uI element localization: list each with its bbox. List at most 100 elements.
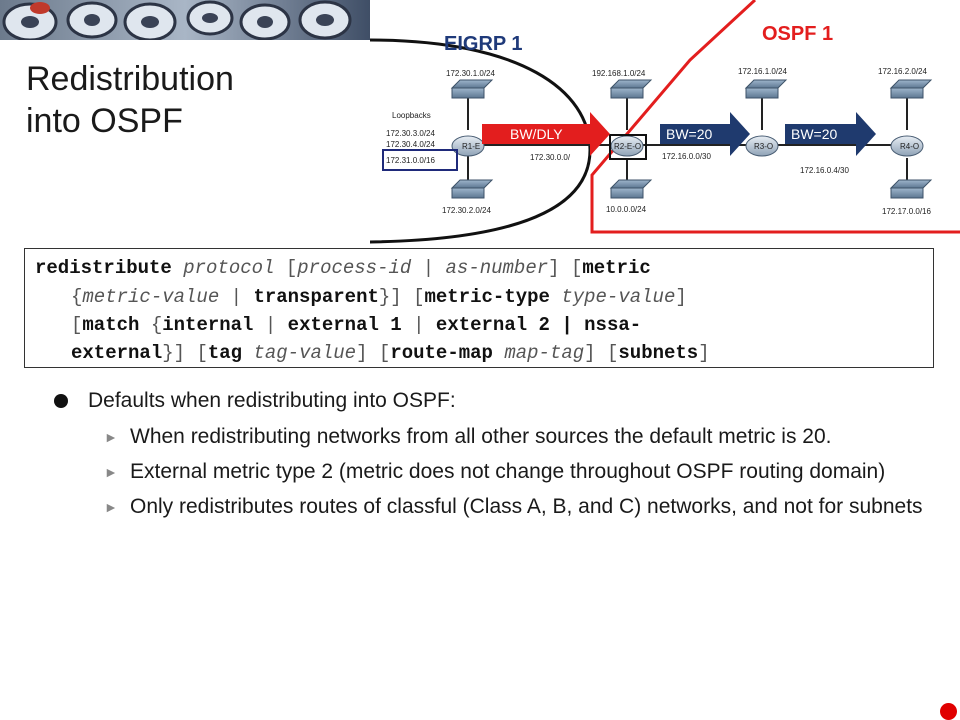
keyword: tag (207, 342, 243, 364)
bullet-main: Defaults when redistributing into OSPF: (50, 388, 940, 414)
sub-bullet: ► External metric type 2 (metric does no… (50, 459, 940, 484)
sub-bullet-text: Only redistributes routes of classful (C… (130, 495, 923, 518)
network-label: 172.16.1.0/24 (738, 67, 787, 76)
title-line-2: into OSPF (26, 102, 183, 140)
bullet-dot-icon (54, 394, 68, 408)
router-r2-label: R2-E-O (614, 142, 641, 151)
keyword: route-map (390, 342, 493, 364)
switch-icon (890, 187, 924, 199)
keyword: external 2 | nssa- (435, 314, 642, 336)
sub-bullet-text: External metric type 2 (metric does not … (130, 460, 886, 483)
symbol: [ (285, 257, 298, 279)
symbol: ] (675, 286, 687, 308)
arrow-bw-20-second-label: BW=20 (791, 126, 838, 142)
router-icon (745, 135, 779, 157)
keyword: subnets (618, 342, 699, 364)
network-label: 172.16.0.4/30 (800, 166, 849, 175)
keyword: external (71, 342, 163, 364)
r2-highlight-box (609, 134, 647, 160)
keyword: transparent (253, 286, 379, 308)
command-syntax-box: redistribute protocol [process-id | as-n… (24, 248, 934, 368)
arrow-bw-20-first (660, 112, 750, 156)
symbol: { (71, 286, 83, 308)
arrow-bw-20-second (785, 112, 876, 156)
network-label: 172.30.4.0/24 (386, 140, 435, 149)
header-banner-image (0, 0, 370, 40)
bullet-main-text: Defaults when redistributing into OSPF: (88, 389, 456, 412)
symbol: [ (378, 342, 391, 364)
sub-bullet: ► Only redistributes routes of classful … (50, 494, 940, 519)
symbol: | (413, 314, 425, 336)
network-label: 172.31.0.0/16 (386, 156, 435, 165)
network-label: 172.30.2.0/24 (442, 206, 491, 215)
loopback-highlight-box (382, 149, 458, 171)
title-line-1: Redistribution (26, 60, 234, 98)
sub-bullet-text: When redistributing networks from all ot… (130, 425, 832, 448)
keyword: match (82, 314, 140, 336)
switch-icon (451, 87, 485, 99)
network-label: 172.16.2.0/24 (878, 67, 927, 76)
arrow-bw-dly (482, 112, 610, 156)
command-line-1: redistribute protocol [process-id | as-n… (35, 257, 651, 279)
loopbacks-title: Loopbacks (392, 111, 431, 120)
network-topology-diagram: EIGRP 1 OSPF 1 R1-E R2-E-O R3-O R4-O 172… (370, 0, 960, 244)
network-label: 172.30.1.0/24 (446, 69, 495, 78)
switch-icon (745, 87, 779, 99)
symbol: ] (584, 342, 596, 364)
switch-icon (744, 79, 788, 89)
switch-icon (609, 179, 653, 189)
arrow-bw-dly-label: BW/DLY (510, 126, 563, 142)
switch-icon (889, 179, 933, 189)
network-label: 172.17.0.0/16 (882, 207, 931, 216)
ospf-domain-label: OSPF 1 (762, 23, 833, 45)
switch-icon (451, 187, 485, 199)
triangle-bullet-icon: ► (104, 429, 118, 445)
argument: tag-value (253, 342, 357, 364)
symbol: [ (196, 342, 208, 364)
router-r4-label: R4-O (900, 142, 919, 151)
symbol: }] (162, 342, 186, 364)
symbol: | (264, 314, 277, 336)
switch-icon (889, 79, 933, 89)
symbol: ] (356, 342, 368, 364)
symbol: | (422, 257, 435, 279)
command-line-3: [match {internal | external 1 | external… (71, 314, 641, 336)
ospf-boundary (590, 0, 960, 234)
argument: map-tag (504, 342, 585, 364)
network-label: 172.30.0.0/ (530, 153, 571, 162)
network-label: 10.0.0.0/24 (606, 205, 647, 214)
eigrp-domain-label: EIGRP 1 (444, 33, 523, 55)
page-title: Redistribution into OSPF (26, 58, 234, 142)
keyword: internal (162, 314, 254, 336)
sub-bullet: ► When redistributing networks from all … (50, 424, 940, 449)
eigrp-boundary (370, 38, 592, 244)
router-r3-label: R3-O (754, 142, 773, 151)
switch-icon (610, 187, 644, 199)
network-label: 192.168.1.0/24 (592, 69, 646, 78)
symbol: { (150, 314, 163, 336)
router-r1-label: R1-E (462, 142, 480, 151)
bullet-list: Defaults when redistributing into OSPF: … (50, 388, 940, 519)
symbol: ] (698, 342, 710, 364)
switch-icon (610, 87, 644, 99)
keyword: redistribute (35, 257, 172, 279)
keyword: external 1 (287, 314, 402, 336)
argument: as-number (445, 257, 549, 279)
argument: process-id (297, 257, 412, 279)
switch-icon (450, 79, 494, 89)
symbol: [ (413, 286, 425, 308)
arrow-bw-20-first-label: BW=20 (666, 126, 713, 142)
switch-icon (609, 79, 653, 89)
slide-marker-dot (940, 703, 957, 720)
switch-icon (890, 87, 924, 99)
network-label: 172.16.0.0/30 (662, 152, 711, 161)
keyword: metric-type (424, 286, 550, 308)
argument: protocol (183, 257, 275, 279)
switch-icon (450, 179, 494, 189)
symbol: ] (548, 257, 560, 279)
network-label: 172.30.3.0/24 (386, 129, 435, 138)
triangle-bullet-icon: ► (104, 499, 118, 515)
keyword: metric (582, 257, 651, 279)
router-icon (890, 135, 924, 157)
symbol: [ (570, 257, 583, 279)
